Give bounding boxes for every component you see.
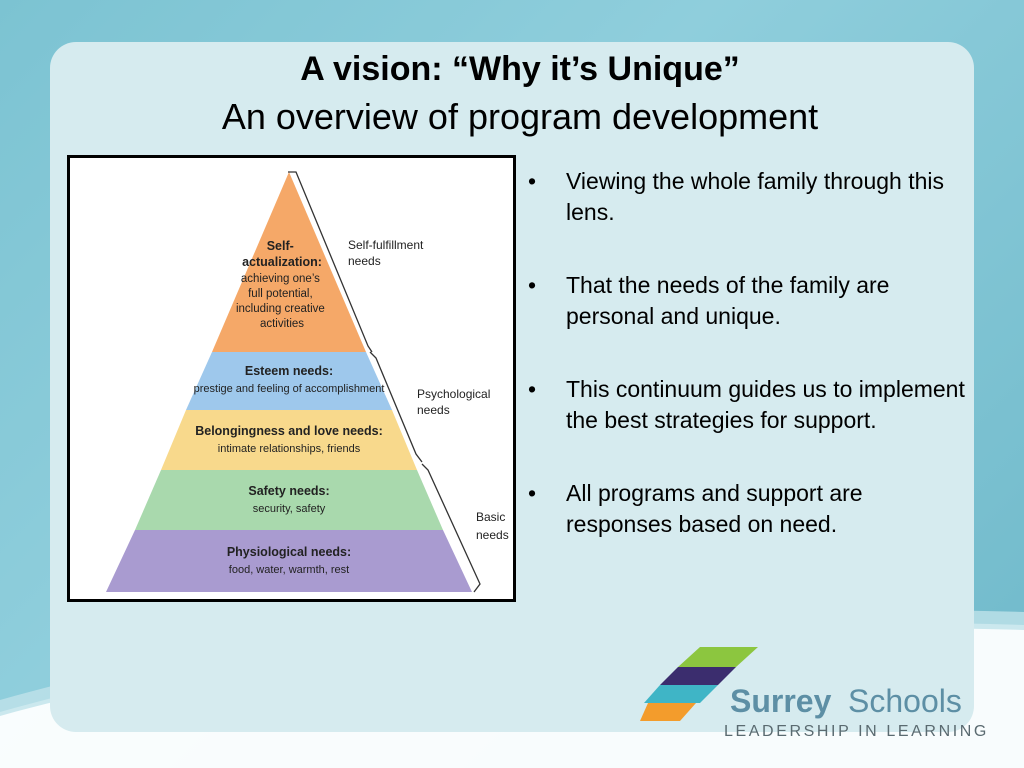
level-self-actualization-desc-4: activities [260,318,304,330]
svg-text:achieving one’s full pot: achieving one’s full potential, includin… [236,273,328,330]
logo-word-schools: Schools [848,683,962,719]
pyramid-band-belongingness [161,410,417,470]
level-self-actualization-desc-2: full potential, [248,288,313,300]
bracket-label-psychological-1: Psychological [417,387,490,401]
level-safety-title: Safety needs: [248,484,329,498]
bullet-icon: • [528,480,537,506]
slide-title: A vision: “Why it’s Unique” [300,50,740,88]
pyramid-band-esteem [186,352,392,410]
bracket-label-basic-1: Basic [476,510,505,524]
bullet-icon: • [528,168,537,194]
logo-tagline: LEADERSHIP IN LEARNING [724,723,989,740]
maslow-pyramid-diagram: Self- actualization: achieving one’s ful… [67,155,516,602]
bullet-text: All programs and support are responses b… [566,480,863,537]
bracket-label-self-fulfillment-1: Self-fulfillment [348,238,424,252]
bullet-text: Viewing the whole family through this le… [566,168,945,225]
bracket-label-basic-2: needs [476,528,509,542]
bullet-icon: • [528,376,537,402]
level-belongingness-desc: intimate relationships, friends [218,443,361,455]
bullet-text: That the needs of the family are persona… [566,272,890,329]
level-belongingness-title: Belongingness and love needs: [195,424,383,438]
level-physiological-title: Physiological needs: [227,545,351,559]
svg-text:Psychological needs: Psychological needs [417,387,494,417]
bracket-label-psychological-2: needs [417,403,450,417]
level-esteem-desc: prestige and feeling of accomplishment [194,383,385,395]
bullet-item: • This continuum guides us to implement t… [528,374,968,436]
pyramid-band-physiological [106,530,472,592]
svg-text:Self-fulfillment needs: Self-fulfillment needs [348,238,427,268]
level-self-actualization-title-2: actualization: [242,255,322,269]
bracket-self-fulfillment [288,171,373,353]
bullet-item: • All programs and support are responses … [528,478,968,540]
svg-text:Basic needs: Basic needs [476,510,509,542]
slide-subtitle: An overview of program development [221,96,819,137]
level-safety-desc: security, safety [253,503,326,515]
level-esteem-title: Esteem needs: [245,364,333,378]
bullet-icon: • [528,272,537,298]
level-self-actualization-title: Self- [267,239,294,253]
surrey-schools-logo: Surrey Schools LEADERSHIP IN LEARNING [640,645,1000,745]
bracket-psychological [369,351,423,463]
level-self-actualization-desc-1: achieving one’s [241,273,320,285]
pyramid-band-self-actualization [212,172,366,352]
bullet-item: • Viewing the whole family through this l… [528,166,968,228]
level-self-actualization-desc-3: including creative [236,303,325,315]
bullet-text: This continuum guides us to implement th… [566,376,965,433]
svg-text:Self- actualization:: Self- actualization: [242,239,322,269]
bullet-list: • Viewing the whole family through this l… [528,166,968,582]
pyramid-band-safety [135,470,443,530]
level-physiological-desc: food, water, warmth, rest [229,564,349,576]
bullet-item: • That the needs of the family are person… [528,270,968,332]
bracket-label-self-fulfillment-2: needs [348,254,381,268]
bracket-basic [421,463,481,593]
logo-mark-icon [640,647,758,721]
logo-word-surrey: Surrey [730,683,832,719]
